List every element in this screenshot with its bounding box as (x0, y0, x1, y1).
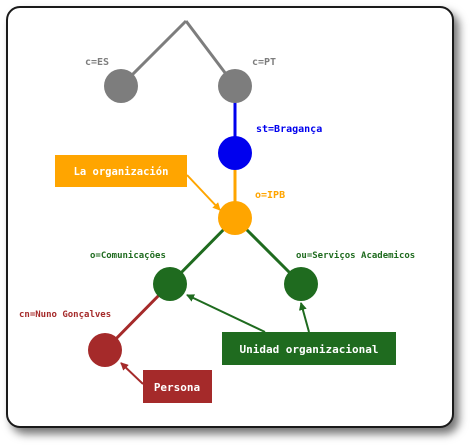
node-braganca (218, 136, 252, 170)
label-braganca: st=Bragança (256, 124, 322, 135)
arrow-unidad-to-servicos (299, 302, 310, 333)
node-servicos (284, 267, 318, 301)
callout-unidad-box (222, 332, 396, 365)
node-comunicacoes (153, 267, 187, 301)
callout-organizacion-box (55, 155, 187, 187)
callout-persona-box (143, 370, 212, 403)
arrow-organizacion (186, 174, 221, 211)
callout-persona-text: Persona (154, 381, 200, 394)
label-nuno: cn=Nuno Gonçalves (19, 310, 111, 320)
callout-unidad-text: Unidad organizacional (239, 343, 378, 356)
label-es: c=ES (85, 57, 109, 68)
label-servicos: ou=Serviços Academicos (296, 250, 415, 261)
arrow-persona (120, 362, 144, 385)
label-comunicacoes: o=Comunicações (90, 250, 166, 261)
node-nuno (88, 333, 122, 367)
label-ipb: o=IPB (255, 190, 285, 201)
node-ipb (218, 201, 252, 235)
callout-organizacion-text: La organización (74, 166, 169, 178)
label-pt: c=PT (252, 57, 276, 68)
arrow-unidad-to-comunicacoes (186, 294, 266, 333)
node-pt (218, 69, 252, 103)
node-es (104, 69, 138, 103)
